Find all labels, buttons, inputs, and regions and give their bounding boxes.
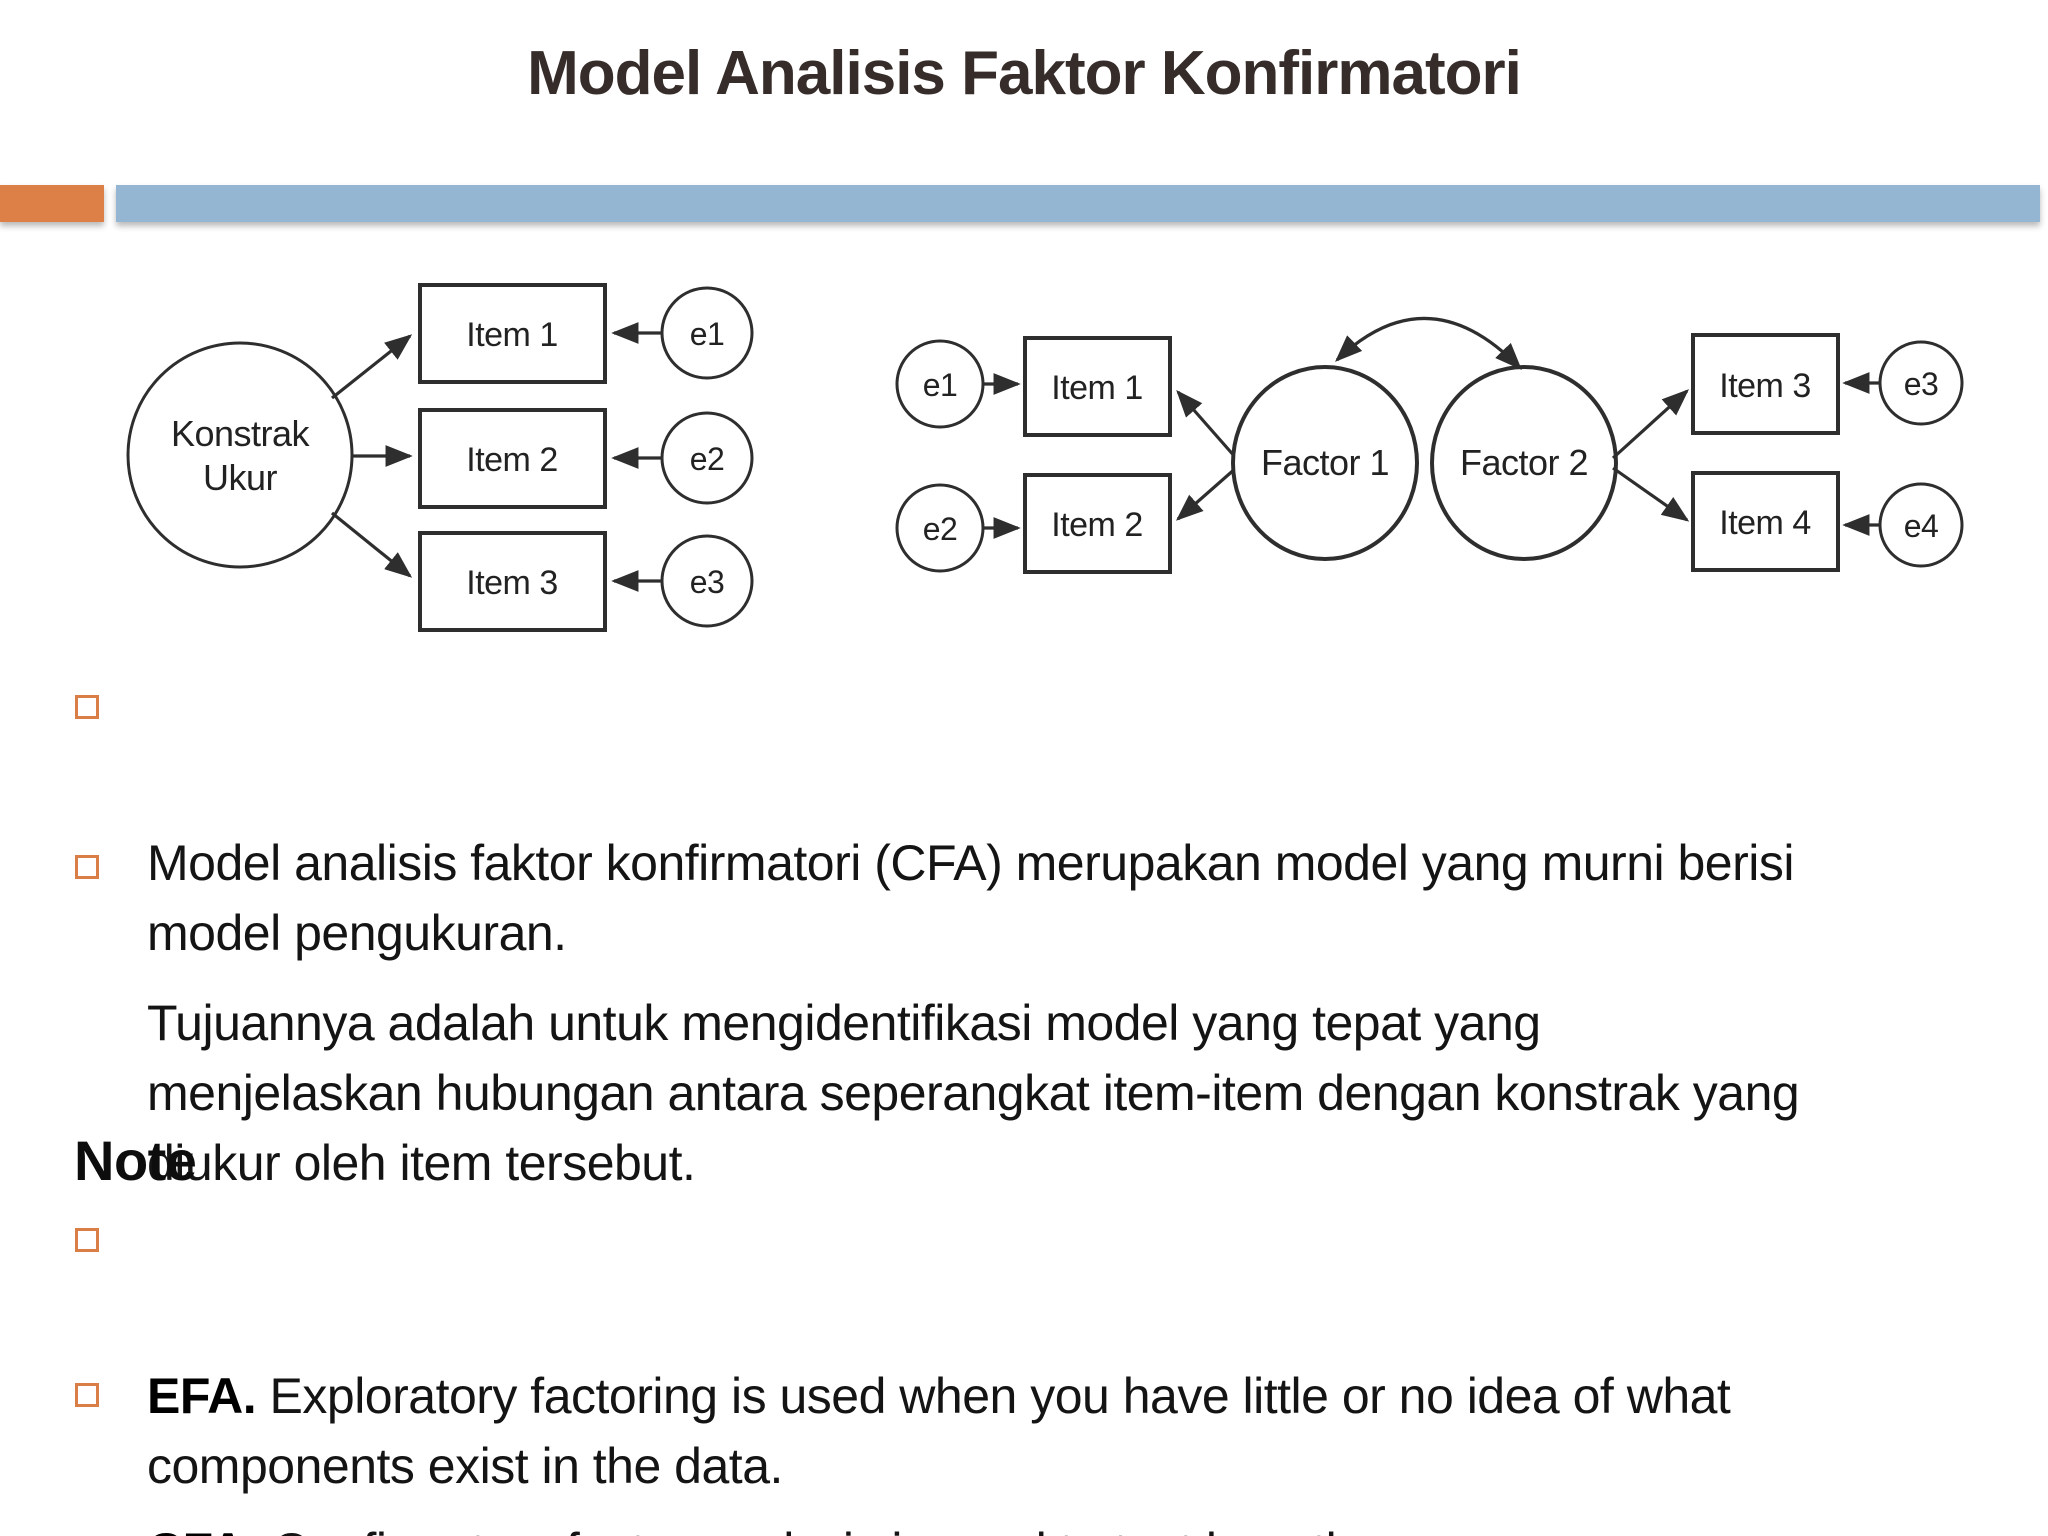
loading-arrow [330, 511, 413, 578]
note-item-lead: EFA. [147, 1368, 257, 1424]
item-box [418, 283, 607, 384]
item-label: Item 4 [1719, 504, 1810, 542]
item-label: Item 3 [466, 564, 557, 602]
factor-ellipse [1231, 365, 1419, 561]
item-label: Item 1 [466, 316, 557, 354]
item-box [1691, 471, 1840, 572]
loading-arrow [331, 334, 413, 400]
construct-label-line1: Konstrak [171, 413, 311, 454]
item-box [1023, 336, 1172, 437]
error-label: e4 [1904, 508, 1939, 544]
item-box [1691, 333, 1840, 435]
slide-title: Model Analisis Faktor Konfirmatori [527, 39, 1522, 108]
note-item-lead: CFA. [147, 1523, 259, 1536]
item-box [418, 531, 607, 632]
bullet-square-icon [75, 855, 99, 879]
note-item: EFA. Exploratory factoring is used when … [0, 1221, 2048, 1501]
factor-label: Factor 1 [1261, 442, 1389, 483]
cfa-path-diagrams: Konstrak Ukur Item 1 Item 2 Item 3 e1 e2… [126, 283, 1964, 632]
note-heading: Note [74, 1129, 197, 1192]
bullet-square-icon [75, 1228, 99, 1252]
covariance-arrow [1335, 316, 1522, 370]
note-item-text: Confirmatory factor analysis is used to … [147, 1523, 1457, 1536]
item-label: Item 2 [1051, 506, 1142, 544]
item-label: Item 3 [1719, 367, 1810, 405]
loading-arrow [1176, 389, 1238, 460]
item-box [1023, 473, 1172, 574]
bullet-paragraph: Model analisis faktor konfirmatori (CFA)… [0, 688, 2048, 968]
error-circle [1878, 340, 1964, 426]
error-circle [1878, 482, 1964, 568]
item-label: Item 1 [1051, 369, 1142, 407]
bullet-paragraph: Tujuannya adalah untuk mengidentifikasi … [0, 848, 2048, 1198]
bullet-square-icon [75, 695, 99, 719]
diagram-one-factor: Konstrak Ukur Item 1 Item 2 Item 3 e1 e2… [126, 283, 754, 632]
accent-bar-orange [0, 185, 104, 222]
bullet-text: Model analisis faktor konfirmatori (CFA)… [147, 835, 1794, 961]
diagram-two-factor: e1 e2 Item 1 Item 2 Factor 1 Factor 2 It… [895, 316, 1964, 574]
error-label: e1 [923, 367, 958, 403]
factor-ellipse [1430, 365, 1618, 561]
error-label: e2 [923, 511, 958, 547]
loading-arrow [1175, 466, 1238, 521]
bullet-square-icon [75, 1383, 99, 1407]
note-item-text: Exploratory factoring is used when you h… [147, 1368, 1731, 1494]
error-label: e3 [690, 564, 725, 600]
construct-ellipse [126, 341, 354, 569]
note-item: CFA. Confirmatory factor analysis is use… [0, 1376, 2048, 1536]
error-circle [660, 534, 754, 628]
error-label: e1 [690, 316, 725, 352]
error-label: e2 [690, 441, 725, 477]
error-circle [660, 411, 754, 505]
error-label: e3 [1904, 366, 1939, 402]
error-circle [660, 286, 754, 380]
item-label: Item 2 [466, 441, 557, 479]
factor-label: Factor 2 [1460, 442, 1588, 483]
bullet-text: Tujuannya adalah untuk mengidentifikasi … [147, 995, 1800, 1191]
item-box [418, 408, 607, 509]
loading-arrow [1611, 389, 1690, 460]
accent-bar-blue [116, 185, 2040, 222]
construct-label-line2: Ukur [203, 457, 278, 498]
loading-arrow [1612, 466, 1690, 522]
